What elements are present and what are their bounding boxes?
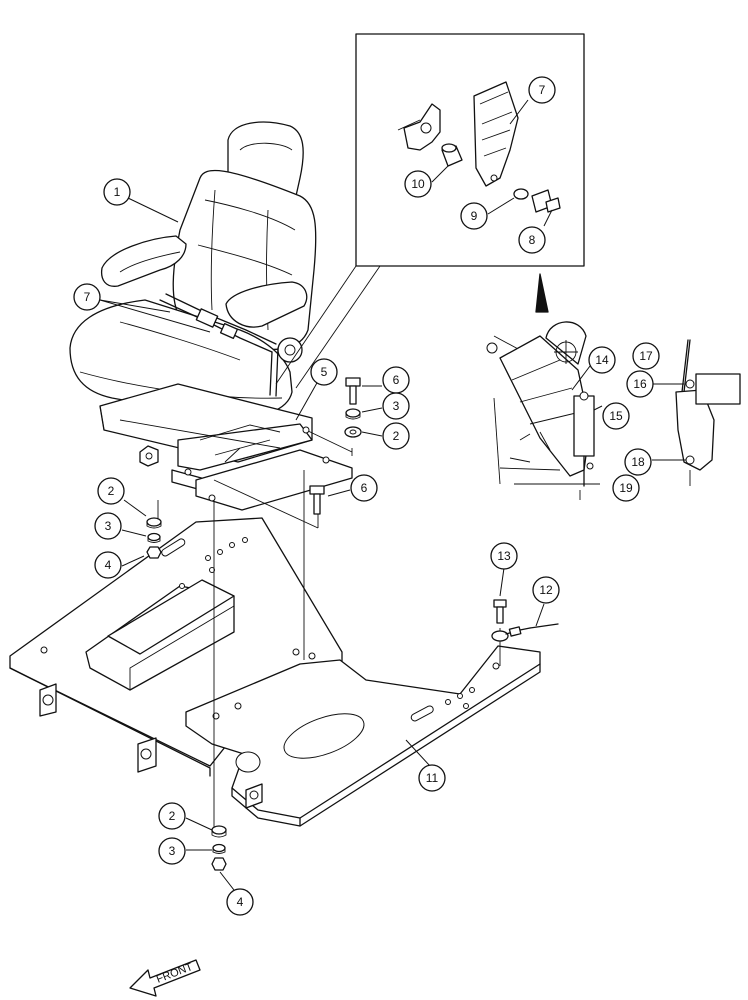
callout-number: 2 [108,484,115,498]
callout-number: 12 [539,583,553,597]
callout-2: 2 [382,422,410,450]
callout-number: 13 [497,549,511,563]
callout-number: 16 [633,377,647,391]
callout-3: 3 [382,392,410,420]
callout-6: 6 [382,366,410,394]
operator-seat [69,121,317,419]
callout-number: 19 [619,481,633,495]
callout-number: 6 [393,373,400,387]
front-direction-arrow: FRONT [129,959,201,997]
callout-16: 16 [626,370,654,398]
callout-number: 8 [529,233,536,247]
callout-15: 15 [602,402,630,430]
callout-number: 2 [169,809,176,823]
callout-7: 7 [73,283,101,311]
callout-number: 18 [631,455,645,469]
callout-number: 4 [237,895,244,909]
bolt-6-upper [345,377,361,405]
callout-number: 2 [393,429,400,443]
callout-number: 4 [105,558,112,572]
callout-13: 13 [490,542,518,570]
callout-number: 5 [321,365,328,379]
callout-number: 15 [609,409,623,423]
callout-number: 3 [169,844,176,858]
callout-number: 17 [639,349,653,363]
callout-10: 10 [404,170,432,198]
callout-8: 8 [518,226,546,254]
callout-leaders [99,99,686,891]
callouts: 1 7 5 6 3 2 6 2 3 4 7 10 9 8 14 15 17 16… [73,76,660,916]
seat-mounting-platform [9,517,541,827]
callout-11: 11 [418,764,446,792]
callout-2: 2 [97,477,125,505]
callout-number: 14 [595,353,609,367]
callout-3: 3 [94,512,122,540]
callout-number: 7 [84,290,91,304]
front-label: FRONT [155,961,195,986]
callout-19: 19 [612,474,640,502]
callout-2: 2 [158,802,186,830]
callout-6: 6 [350,474,378,502]
seat-suspension-base [99,383,353,529]
callout-number: 3 [105,519,112,533]
cab-detail [486,321,600,500]
callout-4: 4 [94,551,122,579]
callout-12: 12 [532,576,560,604]
callout-number: 3 [393,399,400,413]
seatbelt-detail-inset [275,33,585,389]
callout-7: 7 [528,76,556,104]
callout-number: 10 [411,177,425,191]
callout-9: 9 [460,202,488,230]
callout-3: 3 [158,837,186,865]
callout-1: 1 [103,178,131,206]
callout-number: 1 [114,185,121,199]
callout-number: 9 [471,209,478,223]
mirror-bracket-detail [675,339,741,486]
callout-number: 6 [361,481,368,495]
callout-number: 7 [539,83,546,97]
callout-14: 14 [588,346,616,374]
callout-number: 11 [426,771,439,785]
hardware [146,377,559,871]
callout-17: 17 [632,342,660,370]
callout-5: 5 [310,358,338,386]
callout-4: 4 [226,888,254,916]
callout-18: 18 [624,448,652,476]
